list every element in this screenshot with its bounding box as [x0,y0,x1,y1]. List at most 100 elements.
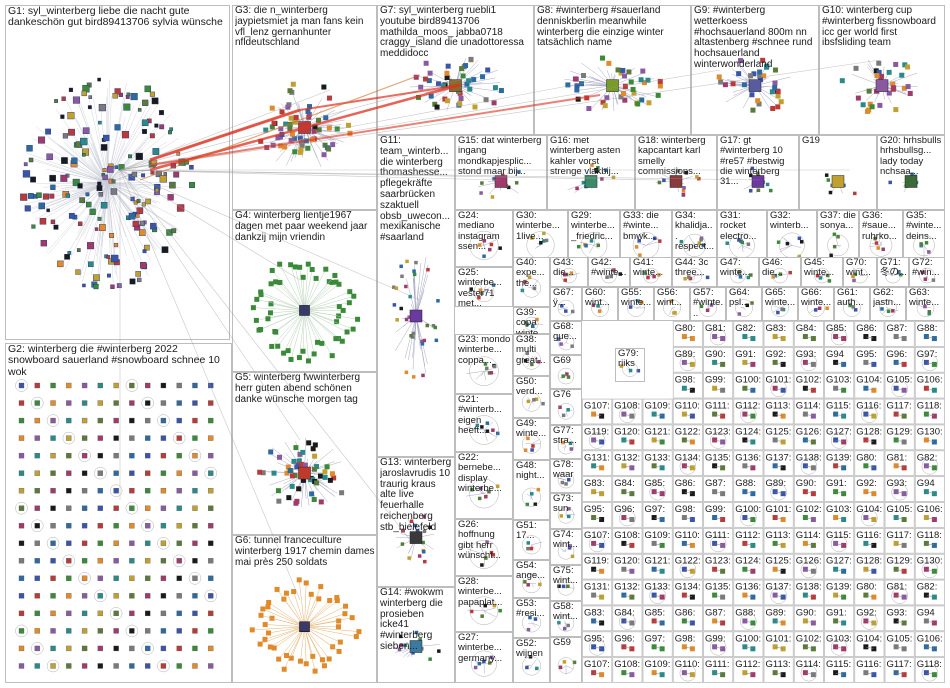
group-label-box: G11: team_winterb... die winterberg thom… [377,135,455,457]
node-avatar [833,412,838,417]
node-avatar [690,569,695,574]
small-group-label: G109: [645,659,671,670]
node-avatar [621,541,626,546]
small-group-label: G118: [917,401,942,412]
small-group-cell: G109: [643,528,672,553]
small-group-label: G98: [675,375,696,386]
small-group-cell: G122: [673,425,702,450]
group-label: G13: winterberg jaroslavrudis 10 traurig… [380,458,453,534]
node-avatar [773,670,778,675]
node-avatar [924,386,929,391]
group-label: G69 [553,356,580,366]
node-avatar [682,360,687,365]
node-avatar [652,489,657,494]
group-cell-g79: G79: riiks [615,348,645,382]
small-group-cell: G85: [825,322,854,347]
small-group-cell: G98: [673,373,702,398]
node-avatar [690,672,695,677]
node-avatar [720,672,725,677]
small-group-label: G92: [856,478,877,489]
group-cell-g74: G74: wint... [550,529,582,565]
small-group-cell: G139: [825,580,854,605]
node-avatar [773,567,778,572]
node-avatar [621,412,626,417]
group-label: G59 [553,638,580,648]
small-group-label: G89: [766,478,787,489]
node-avatar [712,593,717,598]
small-group-cell: G81: [885,451,914,476]
node-avatar [712,334,717,339]
small-group-label: G81: [887,582,908,593]
node-avatar [773,386,778,391]
node-avatar [871,543,876,548]
small-group-cell: G93: [885,477,914,502]
small-group-label: G80: [856,582,877,593]
group-label-box: G75: wint... [550,565,582,601]
small-group-label: G104: [856,375,882,386]
group-label-box: G74: wint... [550,529,582,565]
node-avatar [811,491,816,496]
group-label-box: G79: riiks [615,348,645,382]
node-avatar [591,515,596,520]
node-avatar [833,541,838,546]
group-label: G70: wint... [846,258,875,279]
small-group-cell: G108: [613,528,642,553]
node-avatar [863,437,868,442]
group-label-box: G47: winte... [717,257,759,287]
small-group-label: G136: [735,582,761,593]
group-label: G32: winterb... [770,211,815,232]
group-label-box: G8: #winterberg #sauerland denniskberlin… [534,5,691,135]
node-avatar [871,362,876,367]
node-avatar [621,567,626,572]
small-group-label: G97: [645,504,666,515]
small-group-label: G121: [645,426,671,437]
group-label: G31: rocket electro... [720,211,765,242]
small-group-label: G120: [614,556,640,567]
node-avatar [773,412,778,417]
small-group-label: G133: [645,582,671,593]
small-group-cell: G99: [704,632,733,657]
node-avatar [924,334,929,339]
small-group-cell: G94 [915,606,944,631]
small-group-label: G118: [917,530,942,541]
small-group-label: G82: [917,452,938,463]
small-group-cell: G124: [734,425,763,450]
small-group-label: G101: [766,504,792,515]
node-avatar [599,672,604,677]
group-label-box: G69 [550,355,582,389]
group-label-box: G6: tunnel franceculture winterberg 1917… [232,535,377,683]
node-avatar [932,646,937,651]
node-avatar [750,646,755,651]
node-avatar [742,670,747,675]
node-avatar [902,543,907,548]
group-cell-g55: G55: winte... [618,287,654,321]
group-cell-g19: G19 [799,135,877,210]
node-avatar [841,465,846,470]
node-avatar [629,620,634,625]
small-group-label: G98: [675,633,696,644]
small-group-label: G116: [856,530,881,541]
node-avatar [894,670,899,675]
group-cell-g42: G42: #winte... [588,257,630,287]
group-cell-g46: G46: die... [759,257,801,287]
group-label: G66: winte... [801,288,832,309]
small-group-cell: G89: [673,347,702,372]
node-avatar [712,360,717,365]
group-cell-g48: G48: night... [513,460,550,520]
node-avatar [871,388,876,393]
small-group-label: G112: [735,659,760,670]
small-group-label: G124: [735,426,761,437]
small-group-label: G108: [614,659,640,670]
node-avatar [811,362,816,367]
group-cell-g23: G23: mondo winterbe... coppa... [455,334,513,394]
node-avatar [863,593,868,598]
small-group-label: G135: [705,582,731,593]
node-avatar [660,465,665,470]
small-group-label: G106: [917,375,943,386]
small-group-label: G139: [826,582,852,593]
small-group-cell: G102: [794,632,823,657]
node-avatar [742,618,747,623]
node-avatar [803,412,808,417]
small-group-label: G98: [675,504,696,515]
